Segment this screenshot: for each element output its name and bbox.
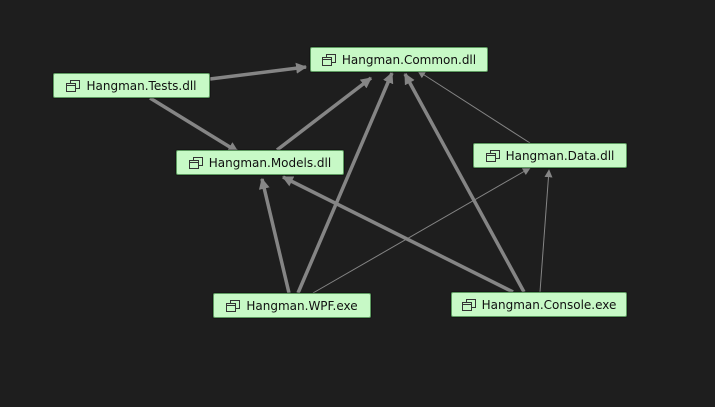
assembly-icon bbox=[485, 149, 500, 162]
assembly-icon bbox=[66, 79, 81, 92]
node-label: Hangman.WPF.exe bbox=[246, 298, 358, 313]
edge-console-to-data[interactable] bbox=[539, 169, 553, 293]
edge-wpf-to-models[interactable] bbox=[258, 177, 291, 294]
node-hangman-wpf[interactable]: Hangman.WPF.exe bbox=[213, 293, 371, 318]
assembly-icon bbox=[321, 53, 336, 66]
node-hangman-models[interactable]: Hangman.Models.dll bbox=[176, 150, 344, 175]
node-label: Hangman.Console.exe bbox=[481, 297, 617, 312]
node-label: Hangman.Common.dll bbox=[341, 52, 477, 67]
node-label: Hangman.Tests.dll bbox=[86, 78, 197, 93]
edge-data-to-common[interactable] bbox=[417, 70, 531, 144]
node-hangman-console[interactable]: Hangman.Console.exe bbox=[451, 292, 627, 317]
edge-wpf-to-data[interactable] bbox=[312, 167, 531, 294]
node-label: Hangman.Data.dll bbox=[505, 148, 615, 163]
assembly-icon bbox=[188, 156, 203, 169]
edge-tests-to-common[interactable] bbox=[209, 62, 308, 81]
assembly-icon bbox=[226, 299, 241, 312]
node-label: Hangman.Models.dll bbox=[208, 155, 332, 170]
edge-console-to-common[interactable] bbox=[403, 73, 526, 293]
assembly-icon bbox=[461, 298, 476, 311]
edge-console-to-models[interactable] bbox=[282, 175, 514, 294]
edge-models-to-common[interactable] bbox=[275, 76, 373, 152]
edge-wpf-to-common[interactable] bbox=[296, 71, 394, 294]
edge-tests-to-models[interactable] bbox=[149, 96, 239, 154]
node-hangman-tests[interactable]: Hangman.Tests.dll bbox=[53, 73, 210, 98]
node-hangman-common[interactable]: Hangman.Common.dll bbox=[310, 47, 488, 72]
node-hangman-data[interactable]: Hangman.Data.dll bbox=[473, 143, 627, 168]
